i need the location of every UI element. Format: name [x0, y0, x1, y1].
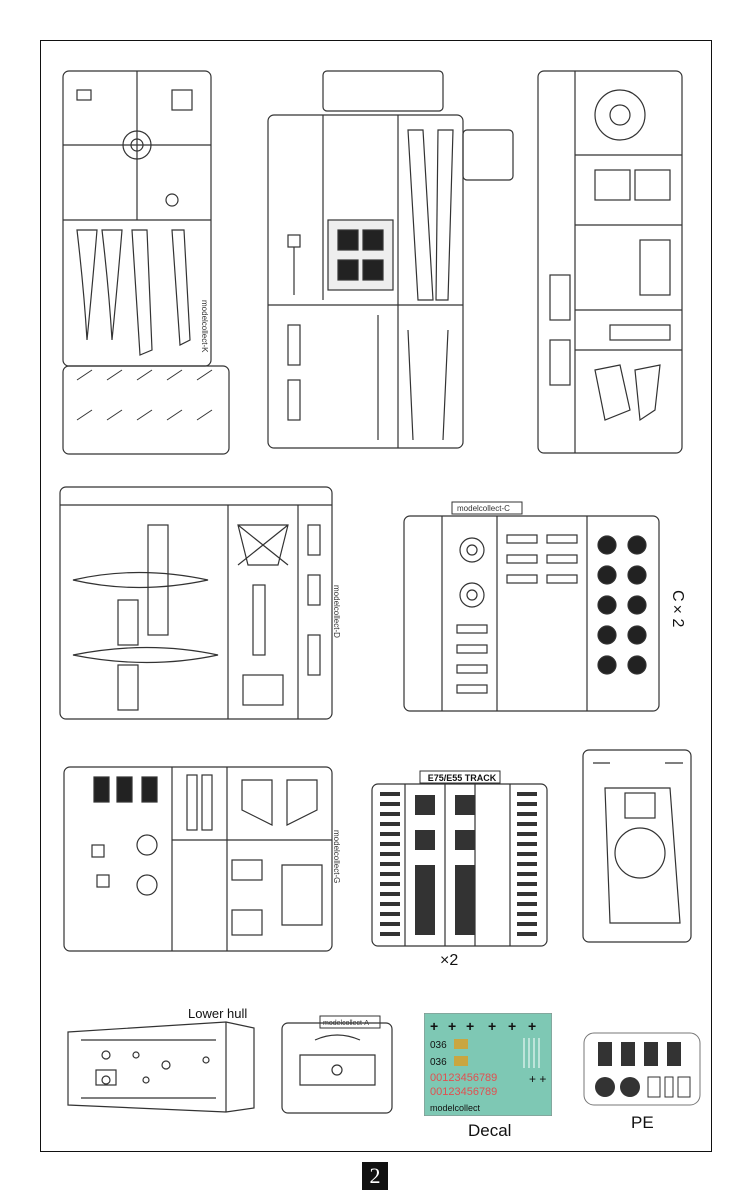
decal-digits-2: 00123456789 — [430, 1086, 497, 1098]
pe-fret-drawing — [583, 1032, 701, 1106]
svg-text:+: + — [508, 1018, 516, 1034]
sprue-b-drawing: modelcollect-B — [537, 70, 683, 454]
sprue-e: modelcollect-E — [565, 748, 695, 948]
lower-hull-drawing — [67, 1021, 255, 1113]
decal-digits-1: 00123456789 — [430, 1072, 497, 1084]
lower-hull-part — [66, 1020, 256, 1115]
decal-row1: 036 — [430, 1040, 447, 1051]
decal-row2: 036 — [430, 1057, 447, 1068]
decal-label: Decal — [468, 1121, 512, 1140]
instruction-page-frame — [40, 40, 712, 1152]
svg-text:+: + — [466, 1018, 474, 1034]
track-link-rows — [380, 792, 537, 936]
page-number: 2 — [362, 1162, 388, 1190]
sprue-b: modelcollect-B — [535, 70, 685, 455]
sprue-d-letter: modelcollect-D — [332, 585, 341, 638]
sprue-d-drawing: modelcollect-D — [59, 486, 341, 720]
sprue-a-drawing: modelcollect-A — [281, 1015, 393, 1114]
sprue-track-drawing — [371, 770, 548, 947]
pe-fret — [583, 1032, 703, 1107]
sprue-g-drawing: modelcollect-G — [63, 766, 341, 952]
svg-text:+ +: + + — [529, 1072, 546, 1086]
decal-brand: modelcollect — [430, 1103, 481, 1113]
sprue-c-multiplier-label: C×2 — [669, 590, 686, 628]
sprue-g: modelcollect-G — [62, 765, 352, 955]
track-multiplier-label: ×2 — [440, 952, 459, 969]
sprue-h: modelcollect-H — [258, 70, 518, 450]
pe-label: PE — [631, 1113, 654, 1132]
sprue-c: modelcollect-C — [402, 500, 662, 715]
sprue-a: modelcollect-A — [280, 1015, 395, 1115]
sprue-h-drawing: modelcollect-H — [267, 70, 514, 449]
sprue-k: modelcollect-K — [62, 70, 232, 455]
sprue-track-title: E75/E55 TRACK — [427, 773, 497, 783]
decal-sheet: +++ +++ 036 036 00123456789 00123456789 … — [424, 1013, 552, 1116]
sprue-e-drawing: modelcollect-E — [582, 749, 692, 943]
svg-text:+: + — [528, 1018, 536, 1034]
svg-text:+: + — [430, 1018, 438, 1034]
decal-sheet-drawing: +++ +++ 036 036 00123456789 00123456789 … — [424, 1013, 552, 1116]
sprue-c-letter: modelcollect-C — [457, 504, 510, 513]
lower-hull-label: Lower hull — [188, 1006, 248, 1021]
svg-text:+: + — [488, 1018, 496, 1034]
sprue-g-letter: modelcollect-G — [332, 830, 341, 883]
sprue-k-letter: modelcollect-K — [200, 300, 209, 353]
sprue-track — [370, 770, 550, 950]
sprue-d: modelcollect-D — [58, 485, 348, 725]
sprue-c-drawing: modelcollect-C — [403, 501, 660, 712]
sprue-k-drawing: modelcollect-K — [62, 70, 230, 455]
svg-text:+: + — [448, 1018, 456, 1034]
